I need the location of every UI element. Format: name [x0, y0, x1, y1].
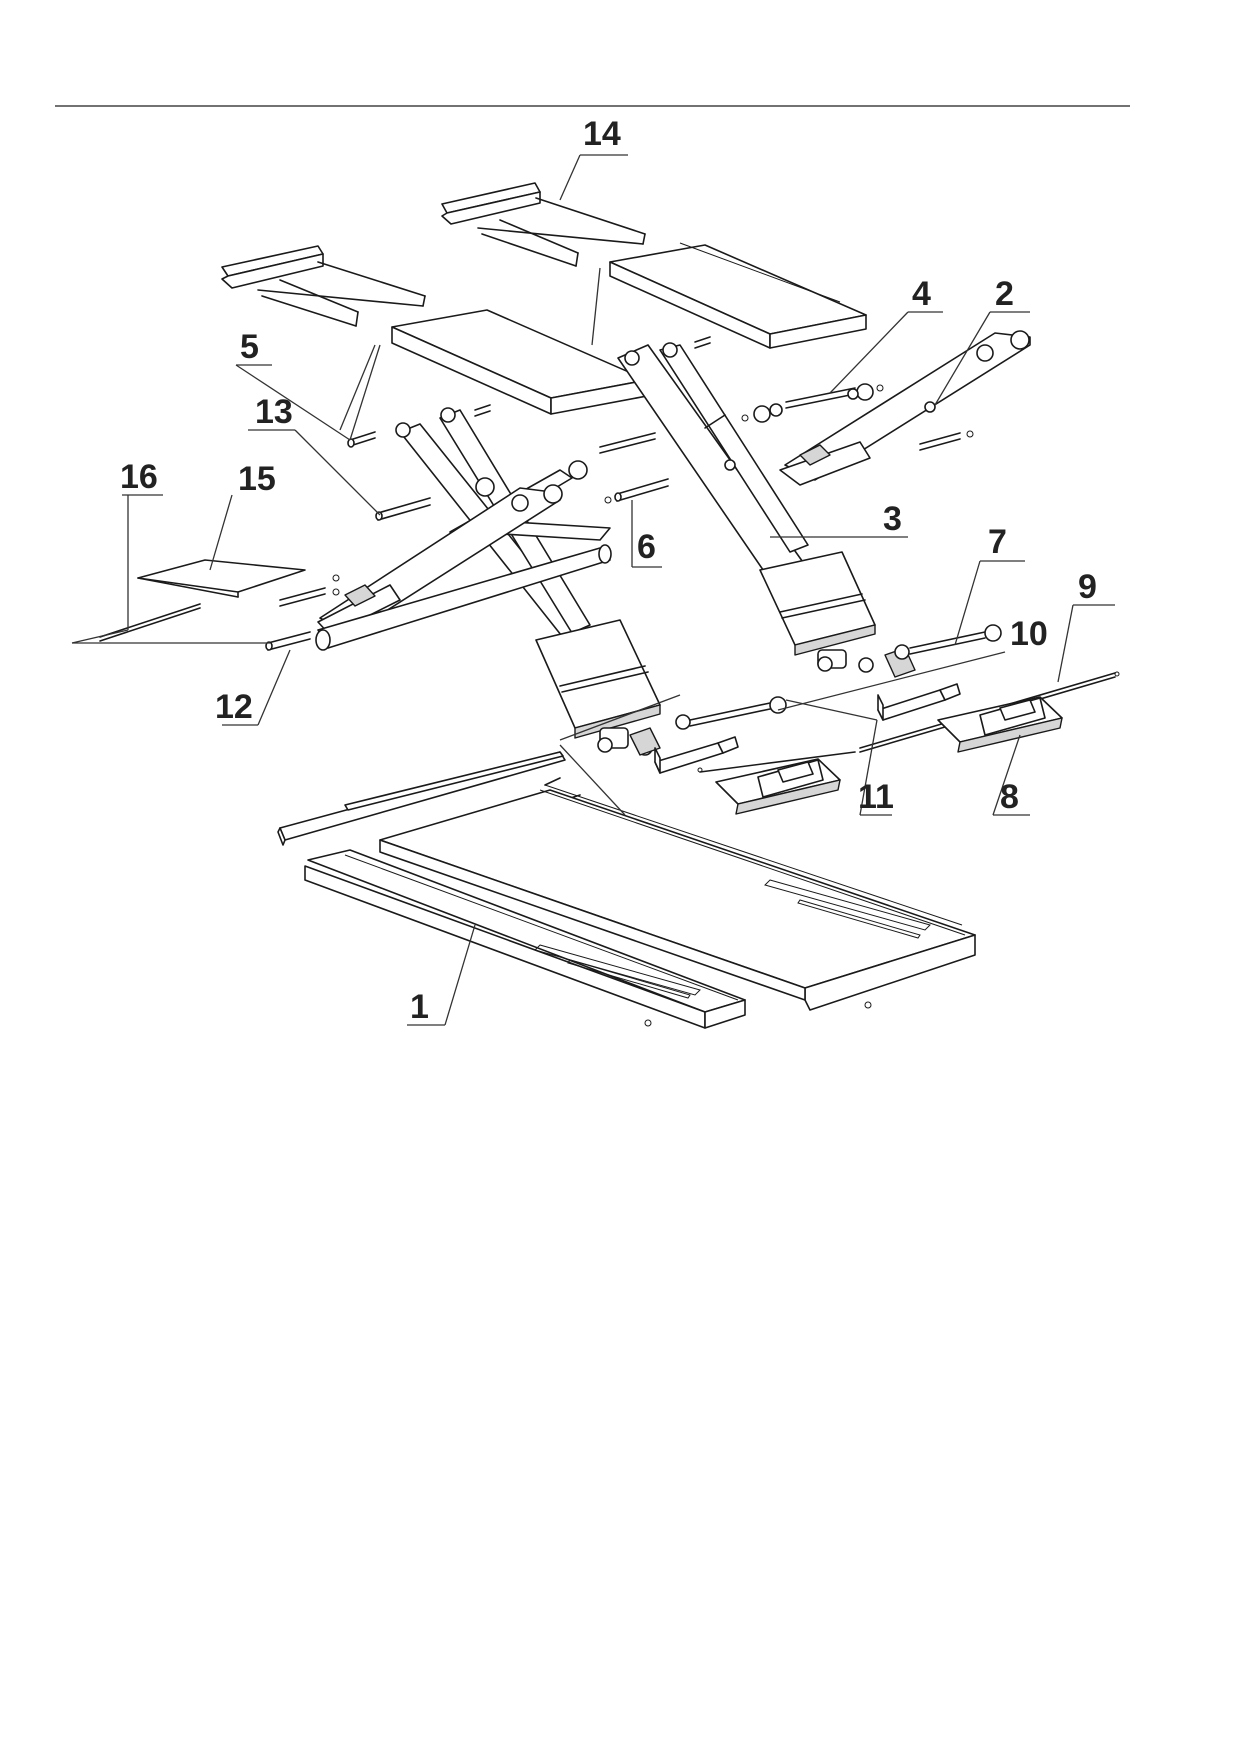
cylinder-left: [317, 484, 563, 636]
platform-deck-left: [391, 309, 648, 415]
callout-labels: 14 4 2 5 13 16 15 3 6 7 9 10 12 11 8 1: [120, 115, 1097, 1026]
part-16-rod: [99, 603, 201, 642]
base-angle-bar: [277, 751, 566, 846]
callout-8: 8: [1000, 778, 1019, 816]
callout-10: 10: [1010, 615, 1048, 653]
pin-16-lower: [279, 574, 340, 607]
part-1-base-channel-front: [304, 849, 746, 1029]
scissor-arm-right-set: [617, 342, 916, 678]
part-4-axle: [741, 383, 884, 423]
part-10-bracket: [877, 683, 961, 721]
callout-4: 4: [912, 275, 931, 313]
platform-deck-right: [609, 242, 867, 349]
part-8-ramp-right: [937, 696, 1063, 753]
callout-6: 6: [637, 528, 656, 566]
leader-lines: [71, 154, 1115, 1026]
part-2-hydraulic-cylinder: [779, 330, 1031, 486]
callout-7: 7: [988, 523, 1007, 561]
part-12-pin: [265, 631, 311, 651]
callout-16: 16: [120, 458, 158, 496]
callout-9: 9: [1078, 568, 1097, 606]
callout-3: 3: [883, 500, 902, 538]
pin-upper-left: [474, 404, 491, 417]
pin-right-lower: [919, 430, 974, 451]
part-5-pin: [347, 431, 376, 448]
callout-2: 2: [995, 275, 1014, 313]
callout-1: 1: [410, 988, 429, 1026]
callout-14: 14: [583, 115, 621, 153]
callout-15: 15: [238, 460, 276, 498]
part-8-ramp-left: [715, 758, 841, 815]
part-6-pin: [604, 478, 669, 504]
callout-11: 11: [858, 778, 894, 816]
part-1-base-channel-rear: [379, 777, 976, 1011]
part-11-bracket: [654, 736, 739, 774]
callout-13: 13: [255, 393, 293, 431]
axle-left-lower: [675, 696, 787, 730]
pin-upper-right: [694, 336, 711, 349]
part-14-extension-slide-left: [221, 245, 426, 327]
part-15-cover-plate: [137, 559, 306, 598]
callout-12: 12: [215, 688, 253, 726]
pin-mid: [599, 432, 656, 454]
part-7-axle: [894, 624, 1002, 660]
part-14-extension-slide-right: [441, 182, 646, 267]
part-13-pin: [375, 497, 431, 521]
callout-5: 5: [240, 328, 259, 366]
cross-tube: [315, 544, 612, 651]
